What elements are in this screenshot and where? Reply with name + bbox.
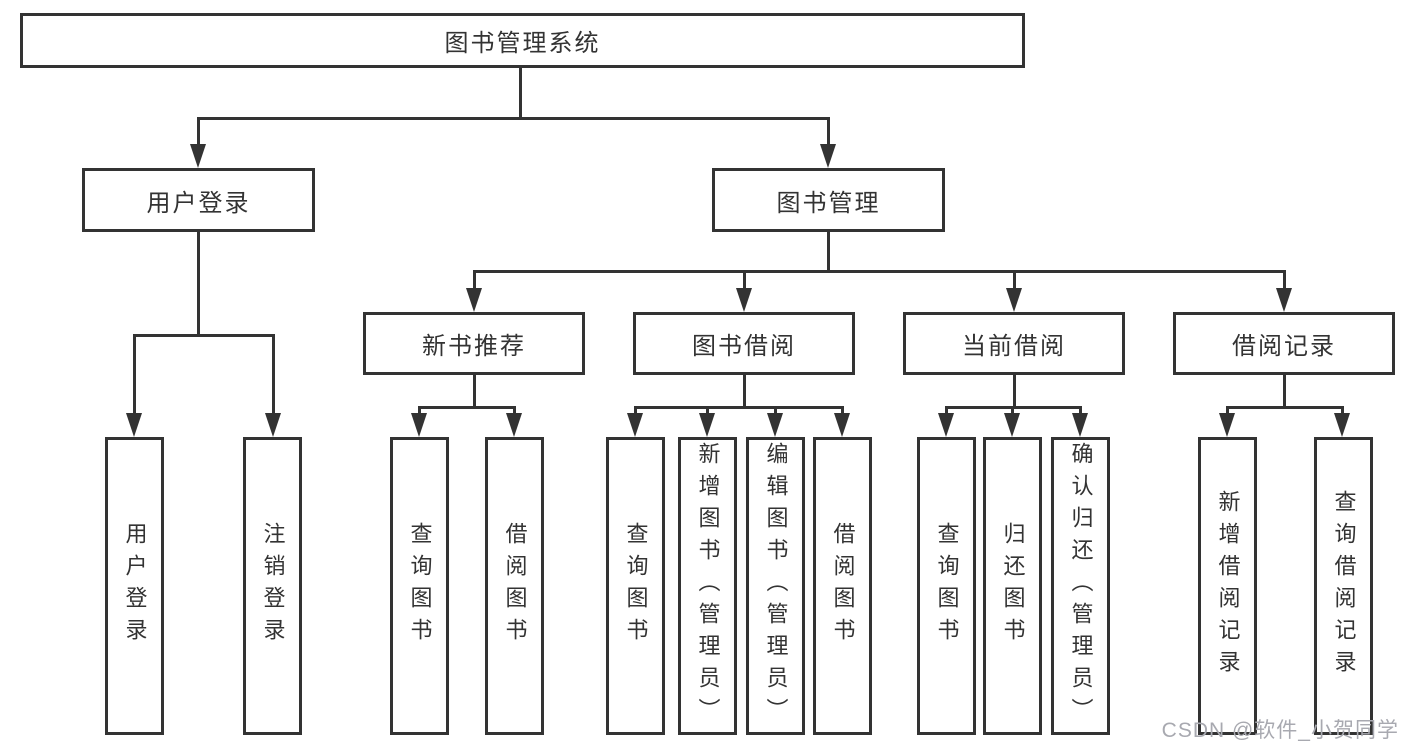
connector-line bbox=[272, 334, 275, 416]
node-new-book-recommend: 新书推荐 bbox=[363, 312, 585, 375]
connector-line bbox=[634, 406, 637, 416]
connector-line bbox=[634, 406, 843, 409]
connector-line bbox=[1011, 406, 1014, 416]
connector-line bbox=[706, 406, 709, 416]
connector-line bbox=[197, 117, 200, 147]
connector-line bbox=[827, 117, 830, 147]
leaf-user-login: 用户登录 bbox=[105, 437, 164, 735]
leaf-borrowing-query-books: 查询图书 bbox=[606, 437, 665, 735]
leaf-records-add-record: 新增借阅记录 bbox=[1198, 437, 1257, 735]
node-book-borrowing: 图书借阅 bbox=[633, 312, 855, 375]
connector-line bbox=[197, 117, 830, 120]
connector-line bbox=[774, 406, 777, 416]
node-book-management: 图书管理 bbox=[712, 168, 945, 232]
arrowhead-down-icon bbox=[627, 413, 643, 437]
connector-line bbox=[1341, 406, 1344, 416]
connector-line bbox=[473, 375, 476, 408]
leaf-recommend-query-books: 查询图书 bbox=[390, 437, 449, 735]
connector-line bbox=[1283, 270, 1286, 291]
arrowhead-down-icon bbox=[820, 144, 836, 168]
connector-line bbox=[743, 270, 746, 291]
connector-line bbox=[133, 334, 275, 337]
arrowhead-down-icon bbox=[1072, 413, 1088, 437]
node-user-login: 用户登录 bbox=[82, 168, 315, 232]
connector-line bbox=[841, 406, 844, 416]
arrowhead-down-icon bbox=[1276, 288, 1292, 312]
arrowhead-down-icon bbox=[1219, 413, 1235, 437]
arrowhead-down-icon bbox=[1004, 413, 1020, 437]
arrowhead-down-icon bbox=[699, 413, 715, 437]
node-current-borrowing: 当前借阅 bbox=[903, 312, 1125, 375]
arrowhead-down-icon bbox=[265, 413, 281, 437]
connector-line bbox=[519, 68, 522, 119]
leaf-borrowing-add-books-admin: 新增图书（管理员） bbox=[678, 437, 737, 735]
connector-line bbox=[418, 406, 516, 409]
connector-line bbox=[197, 232, 200, 336]
arrowhead-down-icon bbox=[736, 288, 752, 312]
node-borrowing-records: 借阅记录 bbox=[1173, 312, 1395, 375]
connector-line bbox=[945, 406, 948, 416]
connector-line bbox=[473, 270, 476, 291]
arrowhead-down-icon bbox=[1334, 413, 1350, 437]
connector-line bbox=[1079, 406, 1082, 416]
arrowhead-down-icon bbox=[126, 413, 142, 437]
arrowhead-down-icon bbox=[834, 413, 850, 437]
connector-line bbox=[1013, 375, 1016, 408]
connector-line bbox=[473, 270, 1286, 273]
leaf-logout: 注销登录 bbox=[243, 437, 302, 735]
leaf-borrowing-borrow-books: 借阅图书 bbox=[813, 437, 872, 735]
leaf-records-query-record: 查询借阅记录 bbox=[1314, 437, 1373, 735]
leaf-current-confirm-return-admin: 确认归还（管理员） bbox=[1051, 437, 1110, 735]
arrowhead-down-icon bbox=[938, 413, 954, 437]
connector-line bbox=[133, 334, 136, 416]
arrowhead-down-icon bbox=[466, 288, 482, 312]
connector-line bbox=[1226, 406, 1229, 416]
arrowhead-down-icon bbox=[767, 413, 783, 437]
connector-line bbox=[418, 406, 421, 416]
leaf-borrowing-edit-books-admin: 编辑图书（管理员） bbox=[746, 437, 805, 735]
connector-line bbox=[513, 406, 516, 416]
leaf-current-return-books: 归还图书 bbox=[983, 437, 1042, 735]
arrowhead-down-icon bbox=[411, 413, 427, 437]
connector-line bbox=[827, 232, 830, 272]
connector-line bbox=[1226, 406, 1344, 409]
connector-line bbox=[743, 375, 746, 408]
arrowhead-down-icon bbox=[506, 413, 522, 437]
watermark: CSDN @软件_小贺同学 bbox=[1161, 719, 1399, 742]
connector-line bbox=[1013, 270, 1016, 291]
node-root: 图书管理系统 bbox=[20, 13, 1025, 68]
leaf-recommend-borrow-books: 借阅图书 bbox=[485, 437, 544, 735]
arrowhead-down-icon bbox=[190, 144, 206, 168]
arrowhead-down-icon bbox=[1006, 288, 1022, 312]
leaf-current-query-books: 查询图书 bbox=[917, 437, 976, 735]
connector-line bbox=[1283, 375, 1286, 408]
